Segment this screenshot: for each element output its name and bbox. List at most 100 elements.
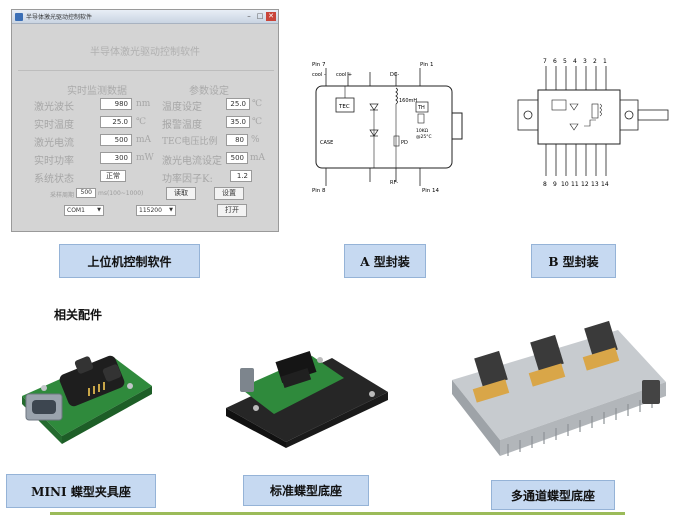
pin-label-bottom: 12 [581,181,589,188]
thermistor-block [415,101,429,113]
wavelength-value: 980 [100,98,132,110]
pin-label-top: 6 [553,58,557,65]
cool-plus-label: cool + [336,72,352,78]
close-icon[interactable]: ✕ [266,12,276,21]
thermistor-temp: @25°C [416,134,432,140]
window-title: 半导体激光驱动控制软件 [26,14,93,21]
inner-photodiode-icon [569,123,579,131]
baud-select[interactable]: 115200 ▼ [136,205,176,216]
port-select[interactable]: COM1 ▼ [64,205,104,216]
package-b-diagram: 7 6 5 4 3 2 1 8 9 10 11 12 13 14 [517,58,669,188]
monitor-label-power: 实时功率 [34,156,74,167]
photodiode-icon [369,129,379,137]
param-label-power-factor: 功率因子K: [162,174,213,185]
tec-ratio-unit: % [251,135,260,145]
param-label-temp-set: 温度设定 [162,102,202,113]
package-a-fiber-port [451,112,463,140]
caption-package-a: A 型封装 [344,244,426,278]
mini-holder-photo [22,355,152,444]
current-set-input[interactable]: 500 [226,152,248,164]
inner-diode-icon [569,103,579,111]
pin-label-bottom: 13 [591,181,599,188]
monitor-label-temperature: 实时温度 [34,120,74,131]
temp-set-unit: ℃ [252,99,263,109]
param-label-alarm-temp: 报警温度 [162,120,202,131]
alarm-temp-unit: ℃ [252,117,263,127]
bottom-rule [50,512,625,515]
standard-connector [240,368,254,392]
status-value: 正常 [100,170,126,182]
window-titlebar: 半导体激光驱动控制软件 – □ ✕ [12,10,278,24]
baud-value: 115200 [139,207,162,214]
software-window: 半导体激光驱动控制软件 – □ ✕ 半导体激光驱动控制软件 实时监测数据 参数设… [11,9,279,232]
th-label: TH [417,105,425,111]
pin8-label: Pin 8 [312,188,326,194]
heading-divider [18,70,274,71]
inner-tec-block [551,99,567,111]
chevron-down-icon: ▼ [97,207,101,213]
power-value: 300 [100,152,132,164]
pin-label-bottom: 9 [553,181,557,188]
package-b-body [537,89,621,145]
tec-label: TEC [338,104,350,110]
multi-connector [642,380,660,404]
set-button[interactable]: 设置 [214,187,244,200]
param-label-current-set: 激光电流设定 [162,156,222,167]
pin-label-top: 2 [593,58,597,65]
pin-label-top: 5 [563,58,567,65]
laser-diode-icon [369,103,379,111]
pd-label: PD [401,140,408,146]
inner-inductor [599,103,602,117]
caption-software: 上位机控制软件 [59,244,200,278]
caption-standard-base: 标准蝶型底座 [243,475,369,506]
monitor-label-current: 激光电流 [34,138,74,149]
cycle-unit: ms(100~1000) [98,190,144,197]
pin-label-top: 3 [583,58,587,65]
cycle-input[interactable]: 500 [76,188,96,198]
wavelength-unit: nm [136,99,151,109]
current-set-unit: mA [250,153,266,163]
rf-minus-label: RF- [390,180,398,186]
caption-multi-base: 多通道蝶型底座 [491,480,615,510]
minimize-icon[interactable]: – [247,12,251,20]
power-factor-input[interactable]: 1.2 [230,170,252,182]
multi-base-photo [452,320,666,456]
pin-label-bottom: 14 [601,181,609,188]
inner-thermistor [591,103,599,119]
pin-label-bottom: 8 [543,181,547,188]
current-value: 500 [100,134,132,146]
port-value: COM1 [67,207,85,214]
current-unit: mA [136,135,152,145]
pin-label-top: 4 [573,58,577,65]
package-a-diagram: Pin 7 Pin 1 cool - cool + DC- Pin 8 Pin … [312,62,463,194]
inductor-label: 160mH [399,98,417,104]
multi-clamp-1 [474,350,508,388]
caption-package-b: B 型封装 [531,244,616,278]
multi-clamp-2 [530,334,564,372]
thermistor-resistance: 10KΩ [416,128,429,134]
monitor-title: 实时监测数据 [67,86,127,97]
monitor-label-status: 系统状态 [34,174,74,185]
power-unit: mW [136,153,154,163]
multi-clamp-3 [584,320,618,358]
caption-mini-holder: MINI 蝶型夹具座 [6,474,156,508]
maximize-icon[interactable]: □ [256,12,264,20]
standard-base-block [226,358,388,442]
tec-ratio-input[interactable]: 80 [226,134,248,146]
pin1-label: Pin 1 [420,62,433,68]
case-label: CASE [320,140,333,146]
alarm-temp-input[interactable]: 35.0 [226,116,250,128]
open-button[interactable]: 打开 [217,204,247,217]
package-b-left-flange [517,99,539,131]
accessories-heading: 相关配件 [54,308,103,322]
chevron-down-icon: ▼ [169,207,173,213]
pin7-label: Pin 7 [312,62,326,68]
read-button[interactable]: 读取 [166,187,196,200]
software-heading: 半导体激光驱动控制软件 [90,47,200,58]
temp-set-input[interactable]: 25.0 [226,98,250,110]
pin14-label: Pin 14 [422,188,439,194]
monitor-label-wavelength: 激光波长 [34,102,74,113]
param-label-tec-ratio: TEC电压比例 [162,137,218,147]
cool-minus-label: cool - [312,72,326,78]
params-title: 参数设定 [189,86,229,97]
